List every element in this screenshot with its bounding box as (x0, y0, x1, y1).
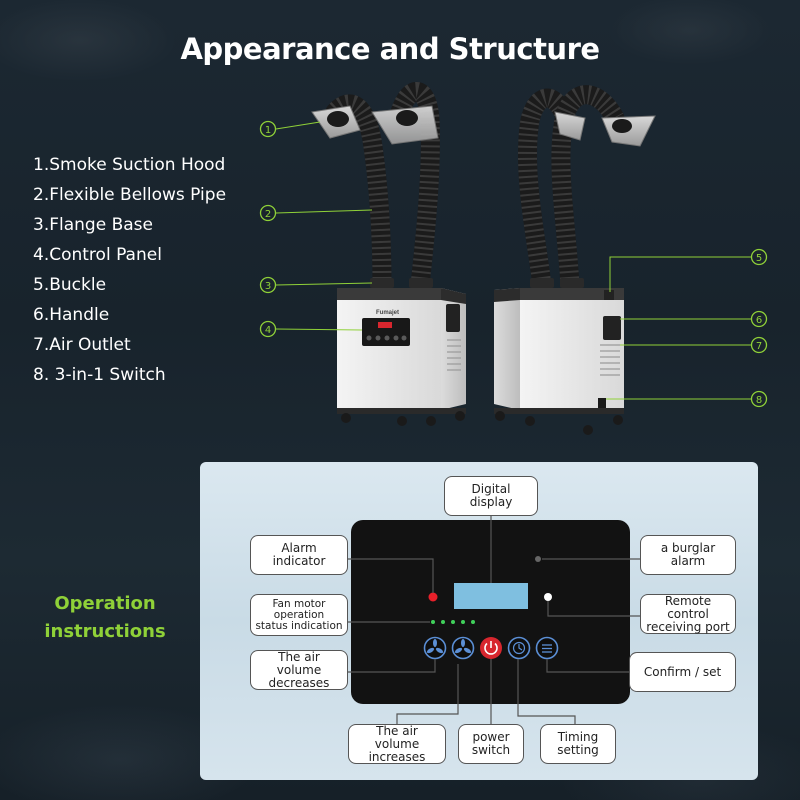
callout-timing-setting: Timing setting (540, 724, 616, 764)
legend-item: 2.Flexible Bellows Pipe (33, 185, 227, 205)
fan-icon[interactable] (451, 636, 475, 660)
power-icon[interactable] (480, 637, 502, 659)
callout-digital-display: Digital display (444, 476, 538, 516)
parts-legend: 1.Smoke Suction Hood 2.Flexible Bellows … (33, 150, 226, 390)
burglar-alarm-dot (535, 556, 541, 562)
marker-4: 4 (259, 320, 277, 338)
marker-7: 7 (750, 336, 768, 354)
right-machine (494, 85, 656, 435)
callout-air-decrease: The air volume decreases (250, 650, 348, 690)
svg-text:5: 5 (756, 253, 762, 264)
svg-text:2: 2 (265, 209, 271, 220)
callout-alarm-indicator: Alarm indicator (250, 535, 348, 575)
marker-5: 5 (750, 248, 768, 266)
callout-air-increase: The air volume increases (348, 724, 446, 764)
brand-logo: Fumajet (376, 310, 399, 316)
button-row (423, 636, 559, 660)
legend-item: 3.Flange Base (33, 215, 153, 235)
legend-item: 1.Smoke Suction Hood (33, 155, 226, 175)
svg-text:6: 6 (756, 315, 762, 326)
legend-item: 6.Handle (33, 305, 110, 325)
control-panel-diagram: Digital display Alarm indicator a burgla… (200, 462, 758, 780)
callout-remote-control: Remote control receiving port (640, 594, 736, 634)
callout-burglar-alarm: a burglar alarm (640, 535, 736, 575)
marker-8: 8 (750, 390, 768, 408)
callout-power-switch: power switch (458, 724, 524, 764)
marker-6: 6 (750, 310, 768, 328)
status-leds (431, 620, 475, 624)
machines-illustration: Fumajet (259, 82, 768, 435)
legend-item: 7.Air Outlet (33, 335, 131, 355)
marker-1: 1 (259, 120, 277, 138)
svg-text:3: 3 (265, 281, 271, 292)
svg-text:1: 1 (265, 125, 271, 136)
control-panel-graphic (348, 500, 640, 724)
marker-3: 3 (259, 276, 277, 294)
clock-icon[interactable] (507, 636, 531, 660)
svg-text:8: 8 (756, 395, 762, 406)
left-machine: Fumajet (311, 82, 466, 426)
remote-receiver-dot (544, 593, 552, 601)
digital-display-screen (454, 583, 528, 609)
legend-item: 5.Buckle (33, 275, 107, 295)
svg-text:7: 7 (756, 341, 762, 352)
callout-confirm-set: Confirm / set (629, 652, 736, 692)
fan-icon[interactable] (423, 636, 447, 660)
svg-text:4: 4 (265, 325, 271, 336)
alarm-led (428, 592, 438, 602)
marker-2: 2 (259, 204, 277, 222)
callout-fan-motor-status: Fan motor operation status indication (250, 594, 348, 636)
legend-item: 8. 3-in-1 Switch (33, 365, 166, 385)
operation-title: Operation instructions (44, 593, 166, 642)
page-title: Appearance and Structure (180, 32, 600, 66)
menu-lines-icon[interactable] (535, 636, 559, 660)
legend-item: 4.Control Panel (33, 245, 162, 265)
